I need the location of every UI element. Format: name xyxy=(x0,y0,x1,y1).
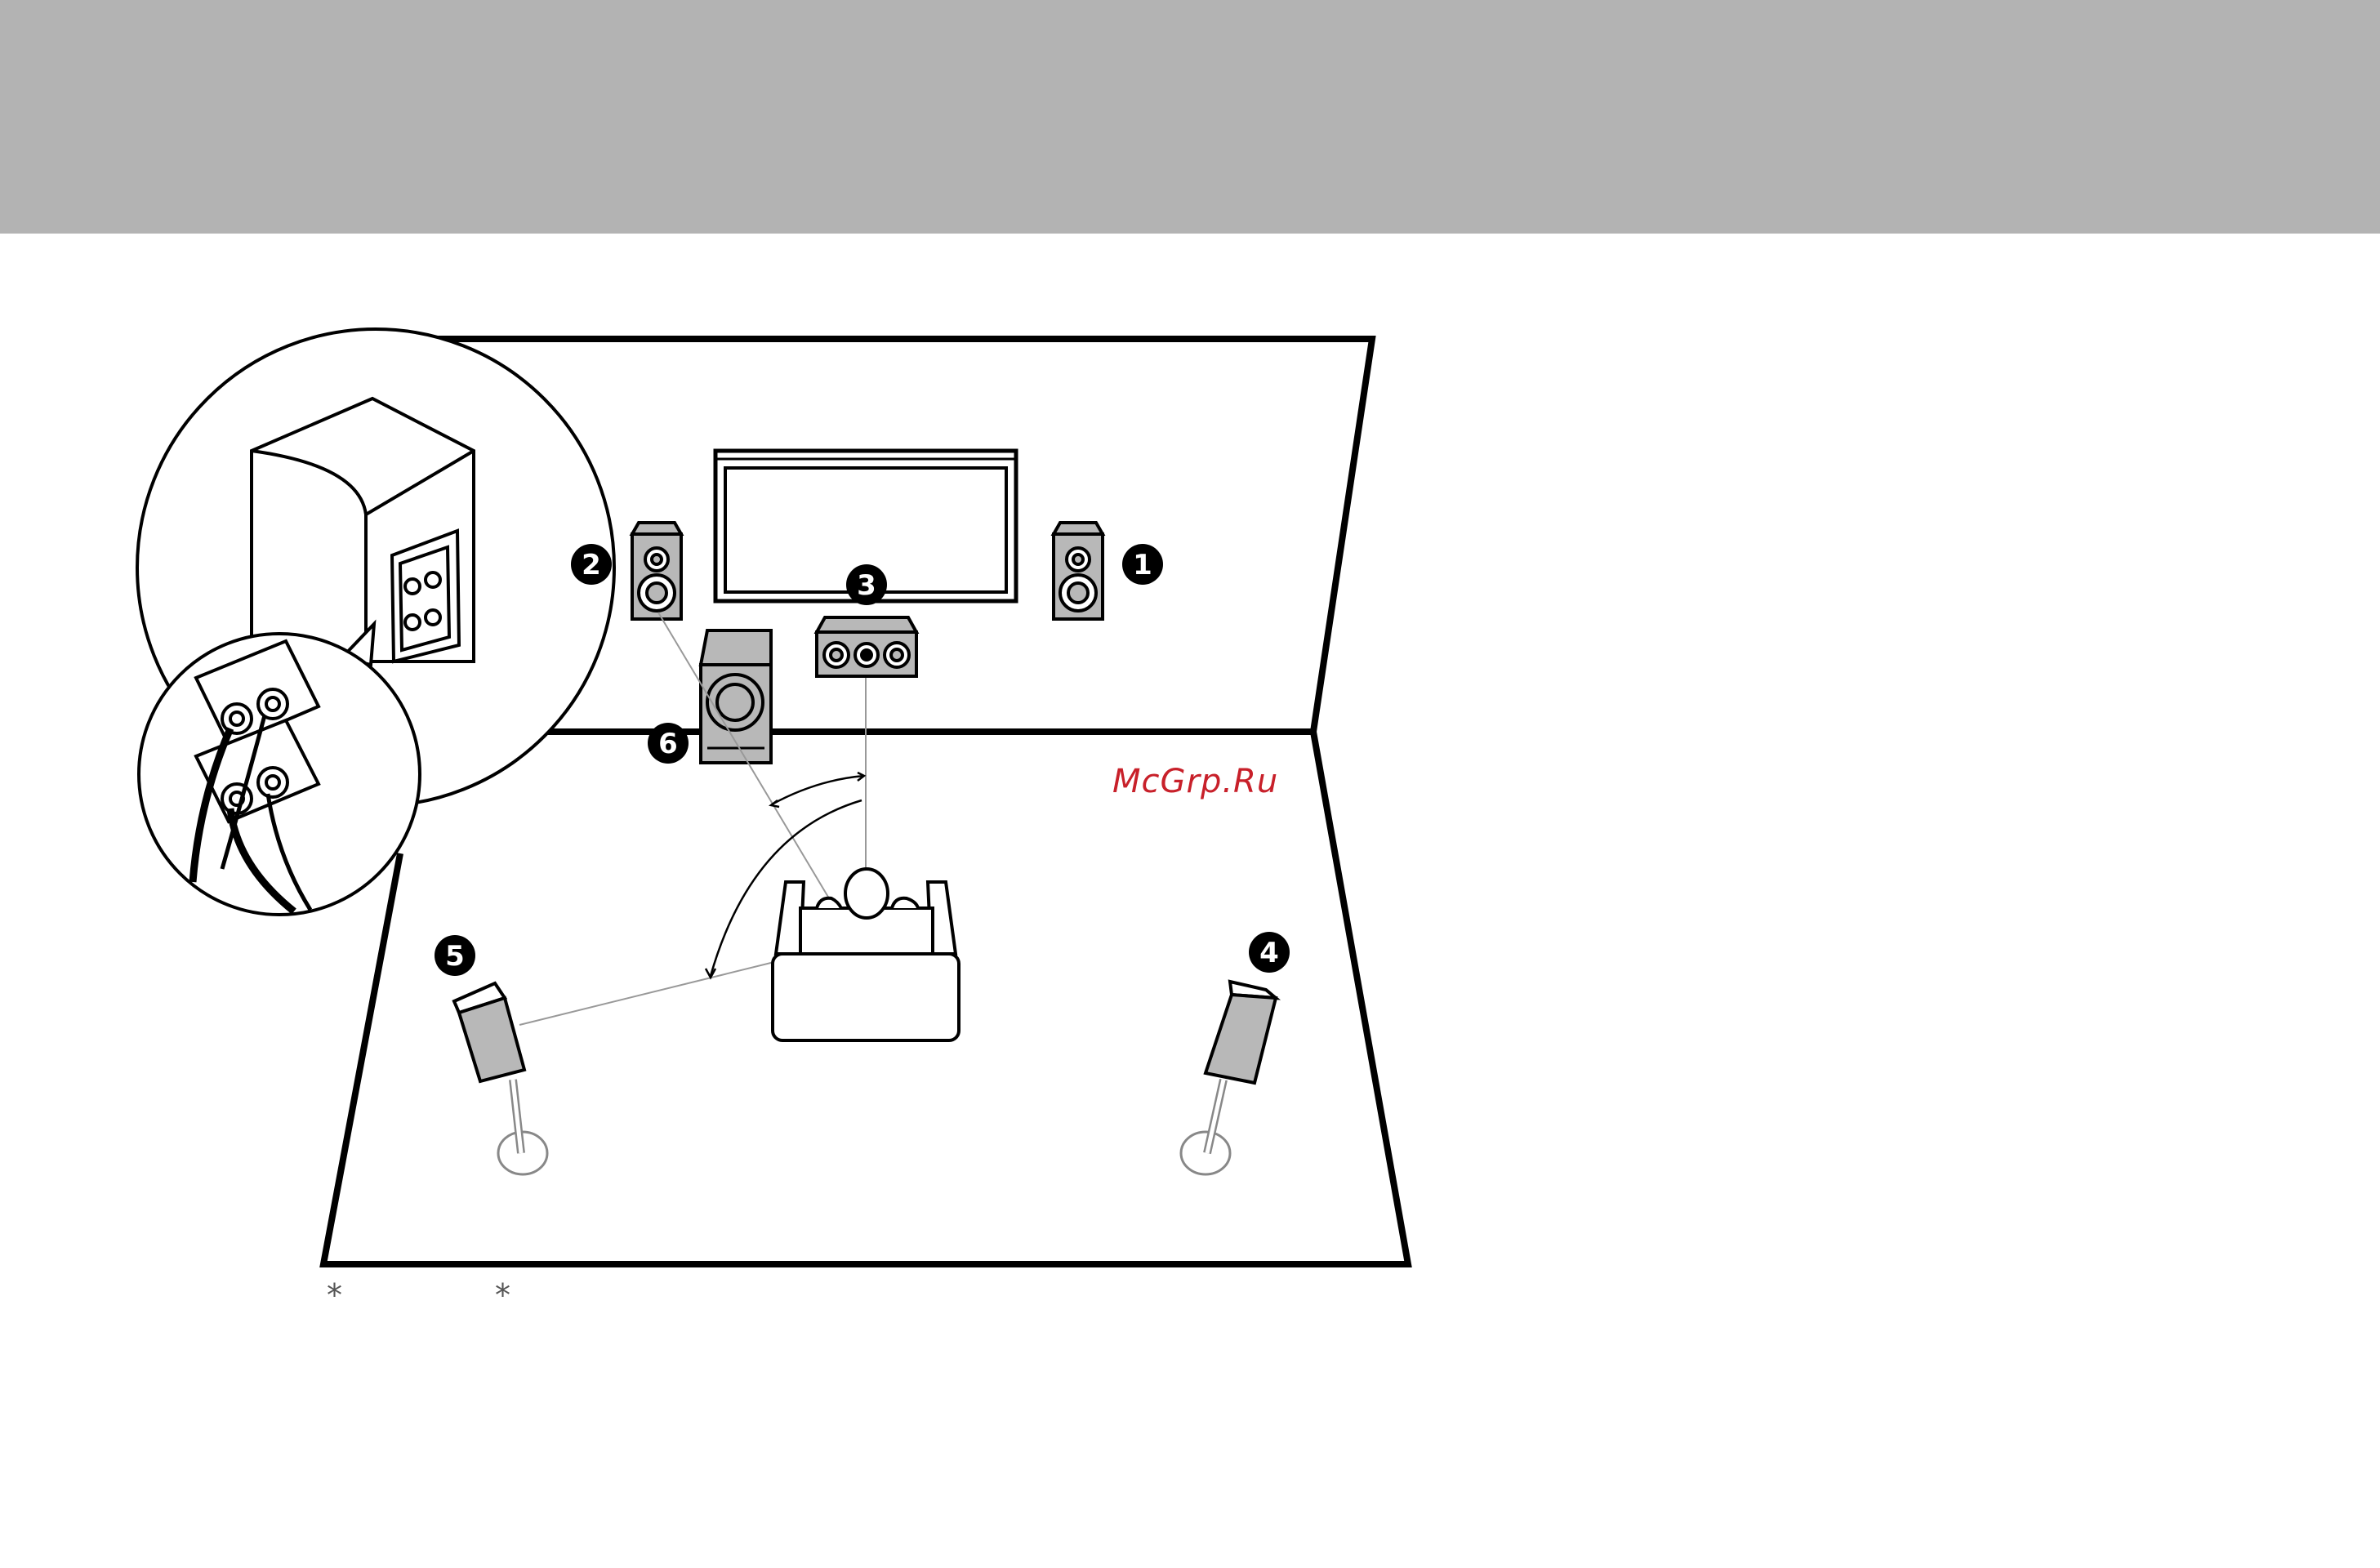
badge-3: 3 xyxy=(846,564,887,605)
center-speaker xyxy=(817,617,916,676)
badge-1: 1 xyxy=(1122,544,1163,585)
badge-6: 6 xyxy=(648,723,689,764)
badge-4: 4 xyxy=(1249,932,1290,973)
badge-3-label: 3 xyxy=(857,569,876,602)
badge-4-label: 4 xyxy=(1259,937,1279,969)
badge-5-label: 5 xyxy=(445,940,465,973)
footnote-marker-1: * xyxy=(327,1277,342,1313)
badge-6-label: 6 xyxy=(658,728,678,760)
badge-5: 5 xyxy=(435,935,475,976)
badge-2: 2 xyxy=(571,544,612,585)
front-left-speaker xyxy=(632,523,681,619)
surround-right-speaker xyxy=(1181,982,1276,1174)
listener-sofa xyxy=(773,869,959,1040)
surround-left-speaker xyxy=(454,983,547,1174)
badge-1-label: 1 xyxy=(1133,549,1152,581)
watermark: McGrp.Ru xyxy=(1112,763,1278,800)
footnote-marker-2: * xyxy=(495,1277,510,1313)
front-right-speaker xyxy=(1054,523,1103,619)
badge-2-label: 2 xyxy=(582,549,601,581)
